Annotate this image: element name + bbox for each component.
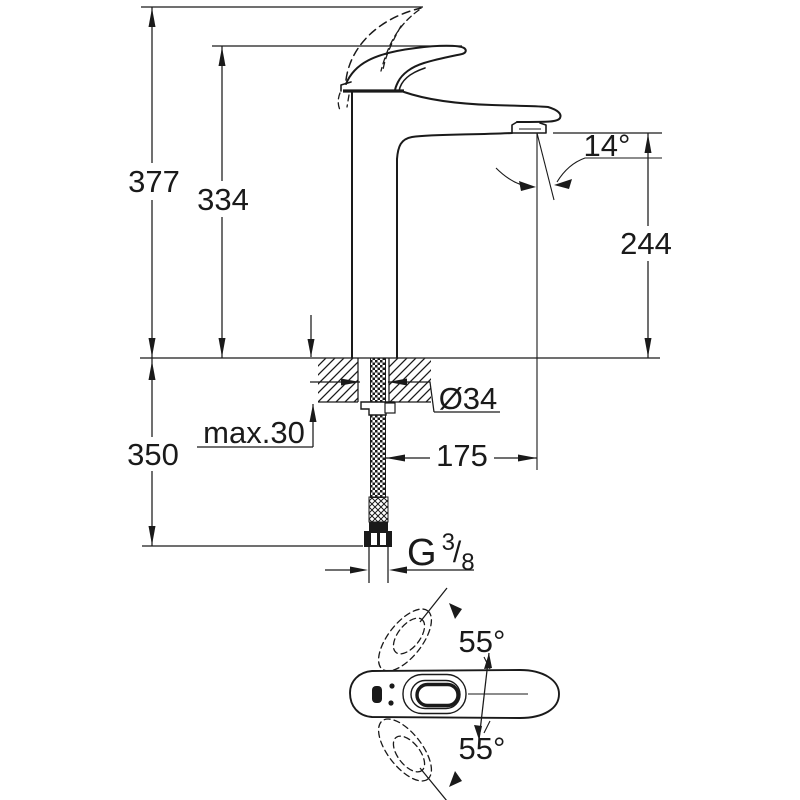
dim-total-height-label: 377 — [128, 164, 180, 199]
connection-tube-g38 — [368, 547, 389, 583]
mounting-hole-walls — [357, 358, 390, 402]
dot-lower — [388, 700, 394, 706]
dim-spout-top-height-label: 334 — [197, 182, 249, 217]
dim-spout-reach-label: 175 — [436, 438, 488, 473]
faucet-side-view — [337, 7, 562, 359]
cartridge-ring-middle — [410, 679, 461, 710]
deck-cross-section — [318, 358, 431, 403]
threaded-shank — [370, 357, 386, 498]
angle-leader-14 — [556, 157, 662, 183]
lower-swivel-axis — [419, 767, 447, 800]
spout — [396, 91, 562, 160]
spout-outlet-aerator — [511, 121, 547, 134]
deck-hatch-right — [389, 358, 431, 402]
dimension-arrowheads — [148, 8, 652, 574]
hose-nut — [364, 522, 392, 547]
top-view-body-outline — [349, 669, 560, 719]
thread-prefix: G — [407, 532, 437, 574]
thread-slash: / — [453, 536, 462, 569]
top-view-details — [372, 673, 528, 715]
handle-lever — [340, 44, 467, 93]
thread-numerator: 3 — [442, 529, 455, 556]
deck-hatch-left — [318, 358, 358, 402]
swivel-arrowheads — [449, 603, 492, 787]
dim-below-deck-label: 350 — [127, 437, 179, 472]
dim-swivel-upper-label: 55° — [459, 624, 506, 659]
flange-notch — [384, 402, 396, 414]
dim-deck-thickness-label: max.30 — [203, 415, 305, 450]
dot-upper — [389, 683, 395, 689]
text-masks — [126, 163, 674, 473]
handle-end-marker — [372, 686, 382, 703]
thread-denominator: 8 — [461, 549, 474, 576]
spray-angle-line — [536, 132, 555, 201]
cartridge-ring-inner — [415, 682, 460, 708]
faucet-top-view — [349, 587, 560, 800]
handle-open-dashed — [337, 7, 422, 113]
dim-hole-diameter-label: Ø34 — [439, 381, 498, 416]
braided-hose — [368, 496, 389, 523]
cartridge-ring-outer — [402, 673, 467, 715]
dimension-labels: 377 334 244 350 max.30 Ø34 175 14° 55° 5… — [127, 128, 672, 766]
swivel-angle-dimension — [419, 587, 492, 800]
lower-55-leader — [483, 720, 491, 734]
dim-swivel-lower-label: 55° — [459, 731, 506, 766]
upper-swivel-axis — [419, 587, 448, 623]
mounting-shank-and-hose — [360, 357, 396, 583]
dim-spray-angle-label: 14° — [584, 128, 631, 163]
dim-outlet-height-label: 244 — [620, 226, 672, 261]
